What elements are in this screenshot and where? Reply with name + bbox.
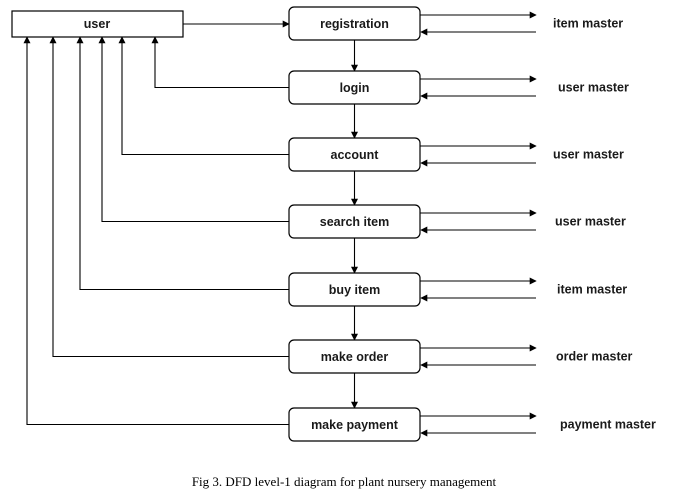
flow-make-order-to-user	[49, 36, 289, 358]
store-account-label: user master	[553, 148, 624, 162]
process-group: registration login account search item buy i…	[288, 6, 421, 442]
process-search-item: search item	[288, 204, 421, 239]
store-group: item master user master user master user ma…	[553, 17, 656, 432]
flow-account-to-user	[118, 36, 289, 156]
process-search-item-label: search item	[320, 215, 389, 229]
flow-login-to-user	[151, 36, 289, 89]
entity-user: user	[11, 10, 184, 38]
entity-user-label: user	[84, 17, 111, 31]
flow-buy-item-to-user	[76, 36, 289, 291]
process-registration: registration	[288, 6, 421, 41]
flow-make-payment-to-user	[23, 36, 289, 426]
flow-group	[23, 11, 537, 437]
process-login-label: login	[340, 81, 370, 95]
process-account-label: account	[331, 148, 380, 162]
store-make-payment-label: payment master	[560, 418, 656, 432]
store-search-item-label: user master	[555, 215, 626, 229]
process-registration-label: registration	[320, 17, 389, 31]
process-login: login	[288, 70, 421, 105]
flow-search-item-to-user	[98, 36, 289, 223]
process-make-payment-label: make payment	[311, 418, 399, 432]
store-buy-item-label: item master	[557, 283, 627, 297]
process-make-order: make order	[288, 339, 421, 374]
store-make-order-label: order master	[556, 350, 633, 364]
process-buy-item-label: buy item	[329, 283, 380, 297]
process-account: account	[288, 137, 421, 172]
process-make-order-label: make order	[321, 350, 389, 364]
figure-caption: Fig 3. DFD level-1 diagram for plant nur…	[191, 474, 497, 489]
process-buy-item: buy item	[288, 272, 421, 307]
process-make-payment: make payment	[288, 407, 421, 442]
store-registration-label: item master	[553, 17, 623, 31]
store-login-label: user master	[558, 81, 629, 95]
